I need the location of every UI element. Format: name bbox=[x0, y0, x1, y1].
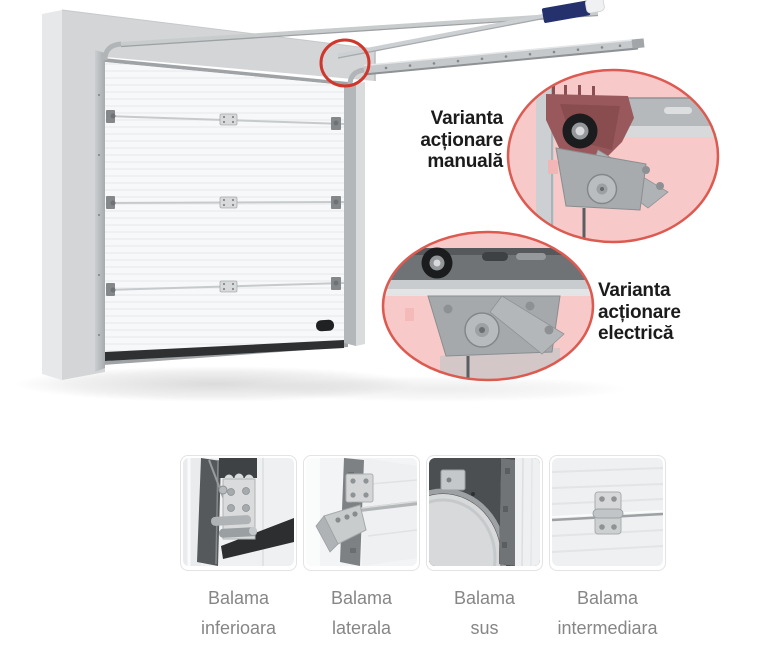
garage-door-scene-graphic bbox=[15, 0, 720, 402]
concrete-wall bbox=[42, 9, 376, 380]
garage-door-illustration: Varianta acționare manuală Varianta acți… bbox=[15, 0, 720, 402]
roller-wheel bbox=[421, 247, 453, 279]
thumbnail-balama-intermediara[interactable] bbox=[549, 455, 666, 571]
manual-variant-label: Varianta acționare manuală bbox=[420, 108, 503, 172]
thumbnail-caption: Balama inferioara bbox=[200, 588, 277, 638]
thumbnail-caption: Balama intermediara bbox=[557, 588, 658, 638]
thumbnail-balama-inferioara[interactable] bbox=[180, 455, 297, 571]
hinge-plate bbox=[345, 473, 374, 503]
bottom-bracket-image bbox=[183, 458, 294, 566]
top-corner-image bbox=[429, 458, 540, 566]
red-highlight-circle bbox=[319, 38, 371, 88]
bottom-seal bbox=[105, 340, 344, 361]
vertical-tracks bbox=[95, 41, 365, 372]
intermediate-hinge-image bbox=[552, 458, 663, 566]
roller-wheel bbox=[562, 113, 598, 149]
hinge-hub bbox=[586, 173, 618, 205]
track-holes bbox=[384, 44, 622, 70]
sectional-door bbox=[105, 62, 345, 361]
electric-variant-label: Varianta acționare electrică bbox=[598, 280, 681, 344]
motor-head bbox=[541, 0, 605, 23]
thumbnail-item-balama-intermediara: Balama intermediara bbox=[549, 455, 666, 643]
center-hinge-screws bbox=[222, 115, 235, 291]
thumbnail-balama-laterala[interactable] bbox=[303, 455, 420, 571]
operator-rail bbox=[337, 13, 547, 59]
thumbnail-balama-sus[interactable] bbox=[426, 455, 543, 571]
track-end-bracket bbox=[631, 38, 645, 49]
intermediate-hinge bbox=[592, 491, 624, 535]
manual-variant-callout bbox=[506, 68, 720, 244]
thumbnail-caption: Balama sus bbox=[453, 588, 516, 638]
thumbnail-item-balama-inferioara: Balama inferioara bbox=[180, 455, 297, 643]
door-handle bbox=[316, 319, 335, 332]
thumbnail-item-balama-sus: Balama sus bbox=[426, 455, 543, 643]
hinge-thumbnail-gallery: Balama inferioara bbox=[180, 455, 773, 643]
side-hinge-image bbox=[306, 458, 417, 566]
angle-bracket bbox=[315, 504, 367, 553]
edge-hinges bbox=[106, 110, 341, 296]
thumbnail-caption: Balama laterala bbox=[330, 588, 393, 638]
thumbnail-item-balama-laterala: Balama laterala bbox=[303, 455, 420, 643]
manual-callout-detail bbox=[536, 85, 718, 238]
corner-plate bbox=[440, 469, 466, 491]
hinge-hub bbox=[464, 312, 500, 348]
electric-variant-callout bbox=[381, 230, 595, 382]
floor-shadow-right bbox=[250, 376, 630, 402]
electric-callout-detail bbox=[383, 247, 593, 380]
